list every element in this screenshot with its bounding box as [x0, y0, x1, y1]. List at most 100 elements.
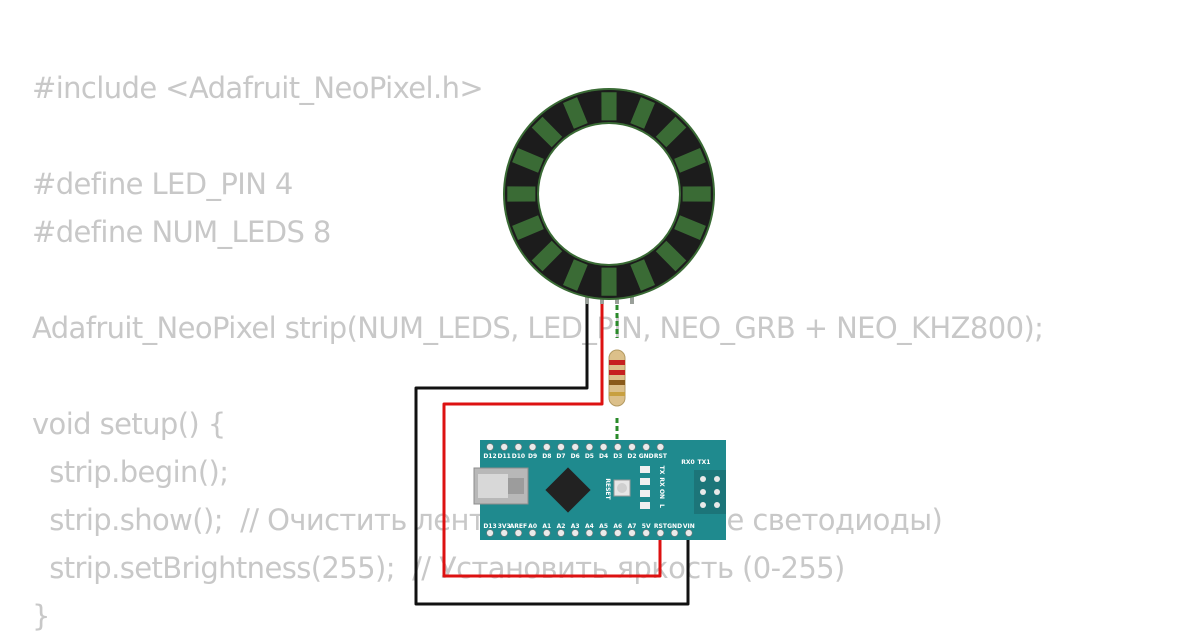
pin-label-bottom: GND: [667, 523, 682, 530]
code-line: #define LED_PIN 4: [32, 167, 293, 201]
pin-bottom[interactable]: [543, 529, 551, 537]
pin-bottom[interactable]: [642, 529, 650, 537]
pin-label-top: D5: [585, 453, 594, 460]
red-wire[interactable]: [442, 293, 662, 578]
pin-label-bottom: A0: [528, 523, 537, 530]
pin-label-top: D10: [512, 453, 525, 460]
pin-bottom[interactable]: [514, 529, 523, 537]
pin-bottom[interactable]: [528, 529, 537, 537]
status-leds: [640, 466, 650, 509]
icsp-header: [694, 470, 726, 514]
code-line: void setup() {: [32, 407, 226, 441]
pin-label-bottom: A5: [599, 523, 608, 530]
pin-label-top: D7: [556, 453, 565, 460]
ring-pixel-separator: [512, 215, 544, 240]
code-listing: #include <Adafruit_NeoPixel.h> #define LE…: [32, 64, 1044, 640]
ring-pixel-separator: [601, 92, 617, 121]
pin-bottom[interactable]: [585, 529, 594, 537]
pin-top[interactable]: [642, 443, 650, 451]
code-line: strip.begin();: [32, 455, 229, 489]
pin-top[interactable]: [585, 443, 594, 451]
pin-label-top: D4: [599, 453, 608, 460]
pin-label-bottom: 5V: [642, 523, 651, 530]
ring-pixel-separator: [630, 259, 655, 291]
usb-connector: [473, 467, 529, 505]
pin-top[interactable]: [514, 443, 523, 451]
ring-pixel-separator: [563, 97, 588, 129]
resistor[interactable]: [608, 349, 626, 407]
side-label: TX1: [698, 459, 711, 466]
pin-top[interactable]: [543, 443, 551, 451]
side-label: RX0: [681, 459, 694, 466]
ring-pixel-separator: [507, 186, 536, 202]
pin-bottom[interactable]: [685, 529, 693, 537]
ring-pixel-separator: [630, 97, 655, 129]
pin-bottom[interactable]: [486, 529, 494, 537]
led-label: RX: [658, 477, 665, 487]
black-wire[interactable]: [414, 293, 690, 606]
pin-label-top: GND: [639, 453, 654, 460]
pin-label-bottom: A1: [542, 523, 551, 530]
ring-pixel-separator: [512, 148, 544, 173]
ring-pixel-separator: [601, 267, 617, 296]
code-line: Adafruit_NeoPixel strip(NUM_LEDS, LED_PI…: [32, 311, 1044, 345]
pin-top[interactable]: [656, 443, 665, 451]
pin-label-bottom: AREF: [510, 523, 527, 530]
reset-button[interactable]: [613, 479, 631, 497]
pin-bottom[interactable]: [500, 529, 508, 537]
ring-pixel-separator: [655, 116, 687, 148]
pin-label-bottom: A7: [628, 523, 637, 530]
pin-bottom[interactable]: [571, 529, 579, 537]
pin-label-top: D6: [571, 453, 580, 460]
pin-label-bottom: A3: [571, 523, 580, 530]
pin-top[interactable]: [571, 443, 579, 451]
pin-label-top: D12: [483, 453, 496, 460]
pin-top[interactable]: [528, 443, 537, 451]
ring-pixel-separator: [531, 240, 563, 272]
led-label: L: [658, 504, 665, 508]
pin-top[interactable]: [628, 443, 636, 451]
led-label: ON: [658, 489, 665, 499]
ring-pixel-separator: [674, 148, 706, 173]
code-line: }: [32, 599, 50, 633]
ring-segments: [507, 92, 711, 296]
code-line: strip.setBrightness(255); // Установить …: [32, 551, 845, 585]
pin-bottom[interactable]: [670, 529, 679, 537]
pin-label-top: D9: [528, 453, 537, 460]
ring-pixel-separator: [655, 240, 687, 272]
pin-label-top: D2: [627, 453, 636, 460]
pin-label-bottom: VIN: [683, 523, 695, 530]
ring-pixel-separator: [674, 215, 706, 240]
pin-bottom[interactable]: [599, 529, 608, 537]
pin-label-top: D11: [498, 453, 511, 460]
pin-label-bottom: A2: [557, 523, 566, 530]
pin-top[interactable]: [599, 443, 608, 451]
pin-bottom[interactable]: [656, 529, 665, 537]
pin-top[interactable]: [500, 443, 508, 451]
ring-pixel-separator: [563, 259, 588, 291]
pin-bottom[interactable]: [557, 529, 565, 537]
code-line: #define NUM_LEDS 8: [32, 215, 331, 249]
reset-label: RESET: [604, 478, 611, 500]
pin-label-top: RST: [654, 453, 668, 460]
pin-top[interactable]: [557, 443, 565, 451]
pin-label-bottom: A4: [585, 523, 594, 530]
pin-label-bottom: RST: [654, 523, 668, 530]
ring-pixel-separator: [531, 116, 563, 148]
pin-top[interactable]: [614, 443, 622, 451]
pin-bottom[interactable]: [628, 529, 636, 537]
pin-bottom[interactable]: [614, 529, 622, 537]
pin-label-bottom: 3V3: [498, 523, 511, 530]
neopixel-ring[interactable]: [503, 88, 715, 304]
pin-label-top: D8: [542, 453, 551, 460]
ring-pixel-separator: [682, 186, 711, 202]
pin-label-bottom: D13: [483, 523, 496, 530]
code-line: #include <Adafruit_NeoPixel.h>: [32, 71, 484, 105]
pin-top[interactable]: [486, 443, 494, 451]
pin-label-top: D3: [613, 453, 622, 460]
side-labels: RX0 TX1: [681, 459, 710, 466]
